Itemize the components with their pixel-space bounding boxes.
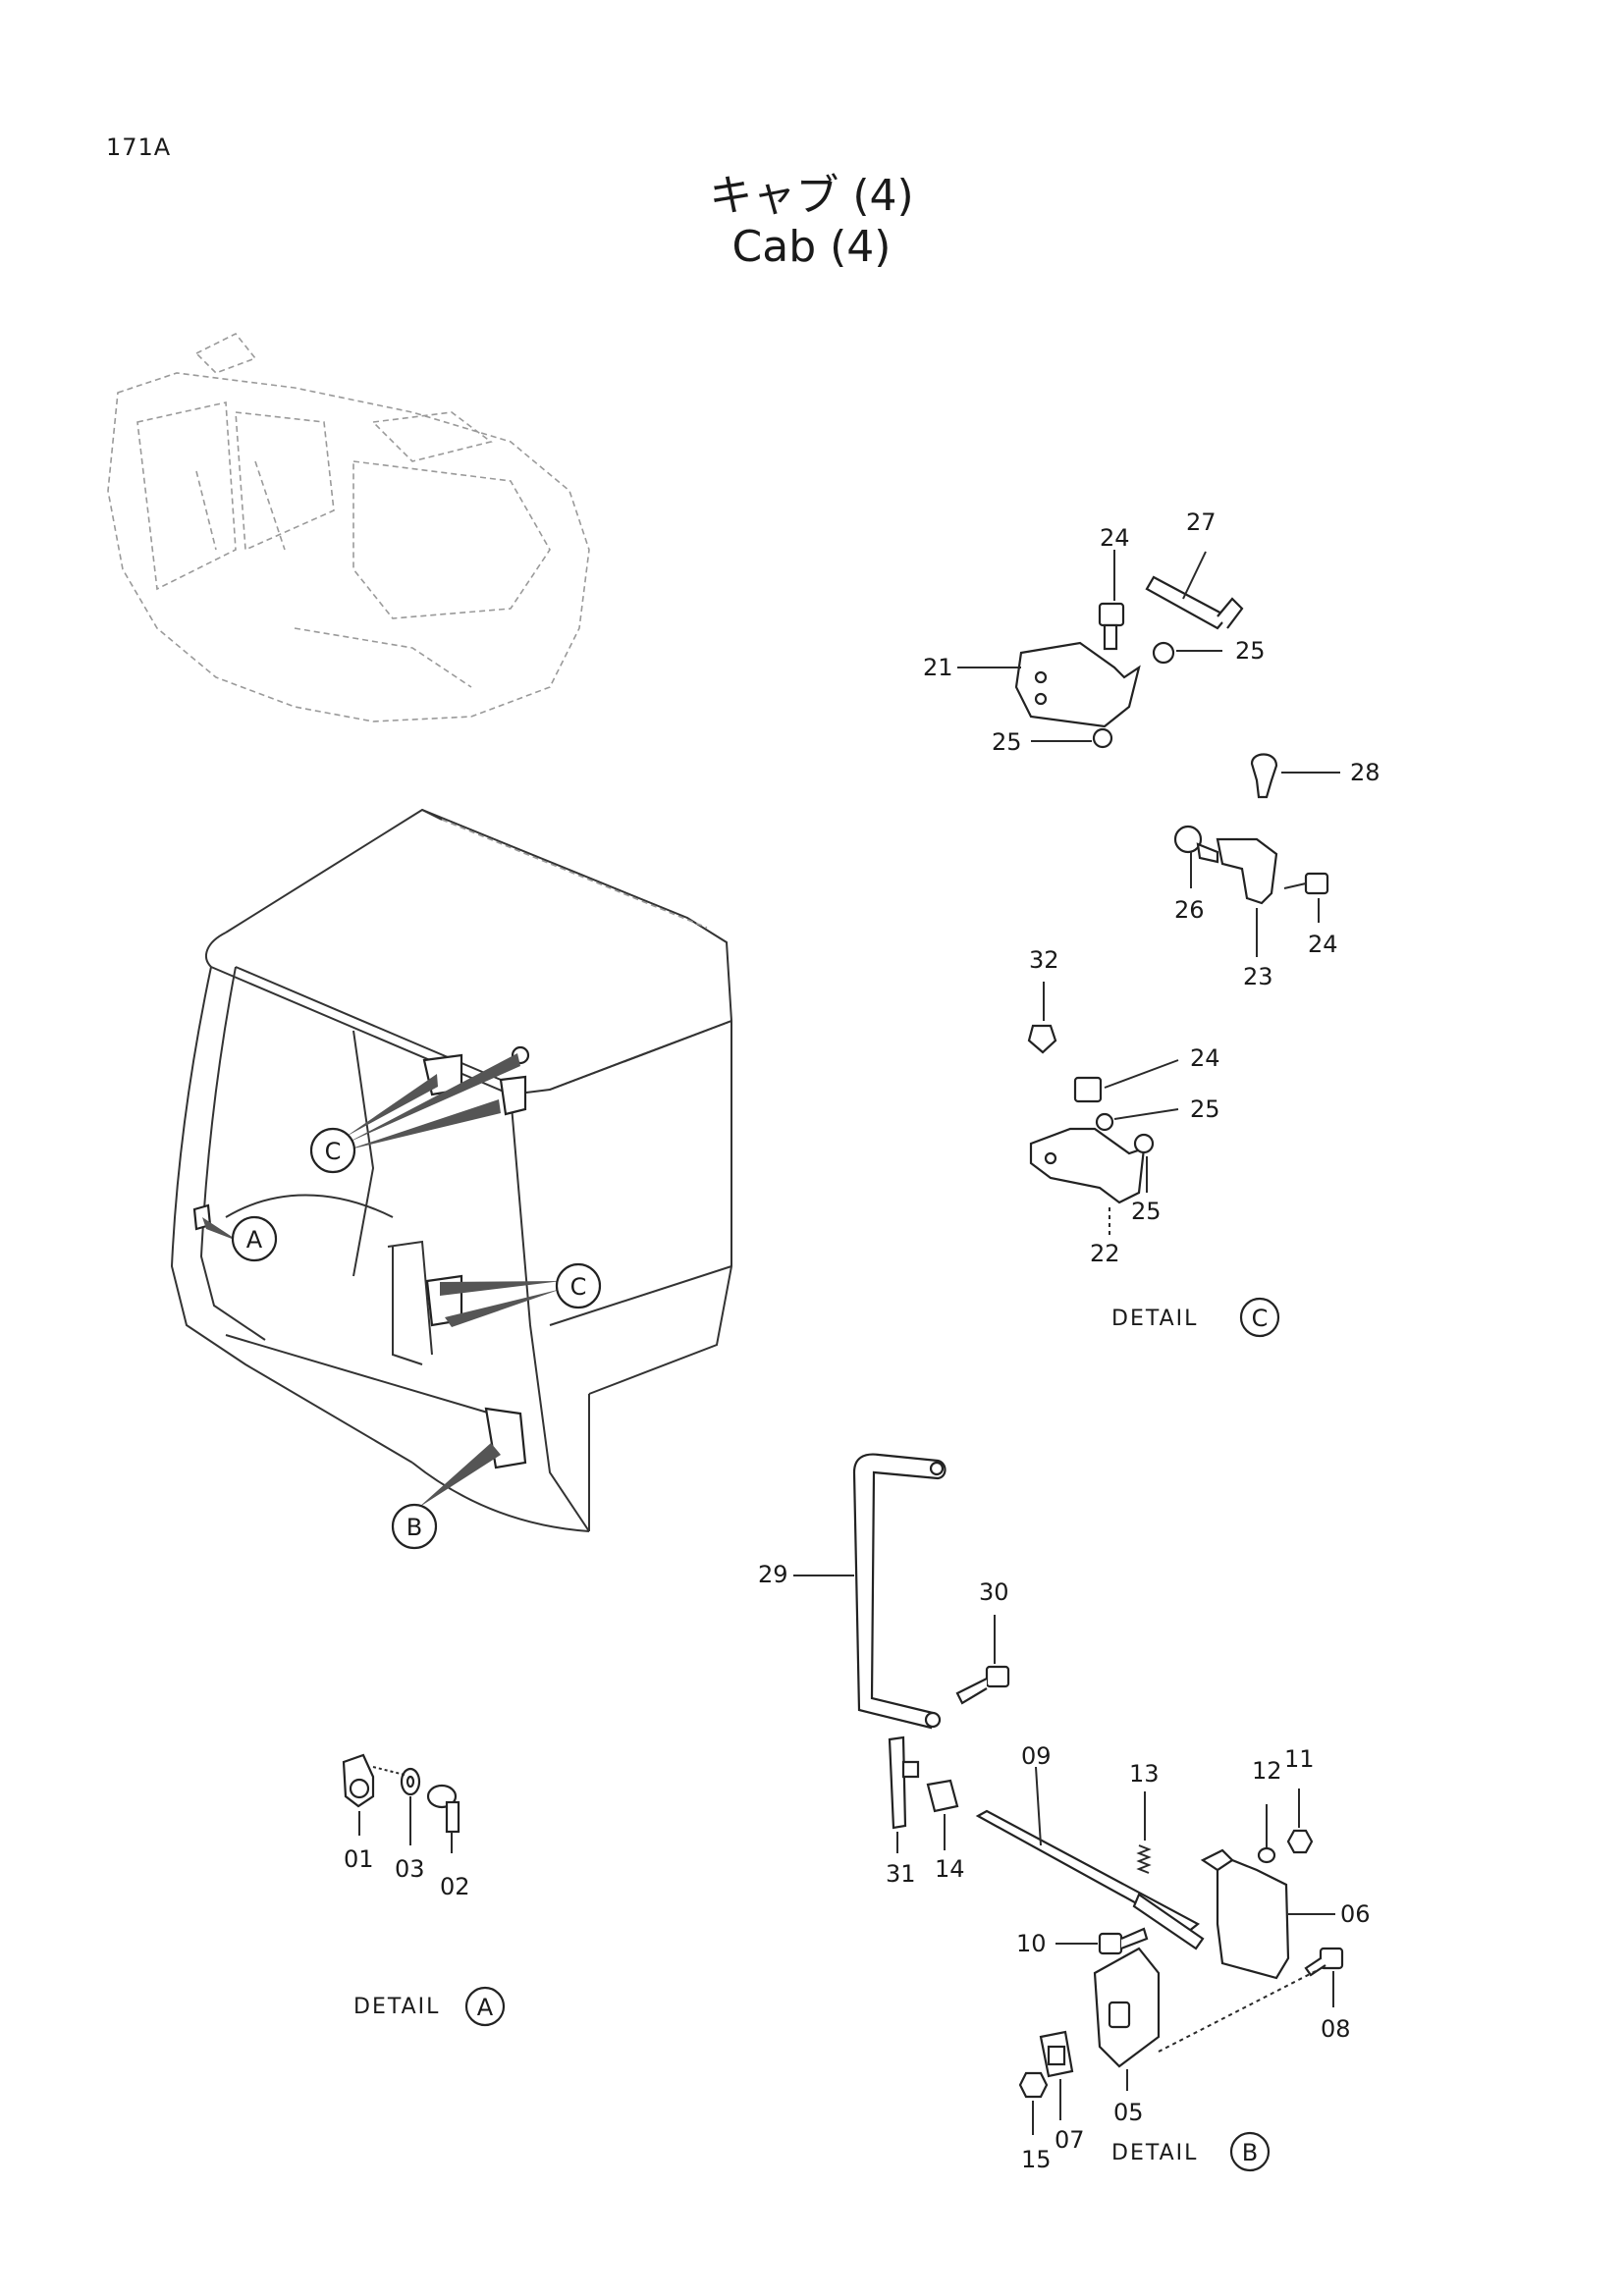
part-number-32: 32	[1029, 946, 1059, 974]
part-number-23: 23	[1243, 963, 1273, 990]
title-english: Cab (4)	[731, 222, 892, 272]
detail-letter-c: C	[1252, 1305, 1269, 1332]
part-number-10: 10	[1016, 1930, 1047, 1957]
part-number-22: 22	[1090, 1240, 1120, 1267]
detail-label: DETAIL	[1111, 1307, 1198, 1331]
callout-c-upper: C	[309, 1053, 520, 1174]
callout-c-lower: C	[440, 1262, 602, 1327]
title-japanese: キャブ (4)	[709, 171, 914, 221]
part-number-24: 24	[1308, 931, 1338, 958]
part-number-11: 11	[1284, 1745, 1315, 1773]
detail-label: DETAIL	[353, 1995, 440, 2019]
part-number-24: 24	[1100, 524, 1130, 552]
part-number-06: 06	[1340, 1900, 1371, 1928]
part-number-02: 02	[440, 1873, 470, 1900]
callout-b: B	[391, 1443, 501, 1550]
detail-label: DETAIL	[1111, 2141, 1198, 2165]
detail-letter-b: B	[1242, 2139, 1258, 2166]
detail-c-drawing: 27 24 21 25 25 28 26 23 24	[923, 508, 1380, 1338]
part-number-03: 03	[395, 1855, 425, 1883]
part-number-01: 01	[344, 1845, 374, 1873]
part-number-30: 30	[979, 1578, 1009, 1606]
part-number-05: 05	[1113, 2099, 1144, 2126]
machine-overview-sketch	[107, 332, 590, 722]
callout-letter-c: C	[570, 1273, 587, 1301]
part-number-26: 26	[1174, 896, 1205, 924]
cab-assembly-drawing	[170, 808, 733, 1532]
part-number-12: 12	[1252, 1757, 1282, 1785]
part-number-31: 31	[886, 1860, 916, 1888]
detail-a-drawing: 01 03 02 DETAIL A	[342, 1753, 506, 2027]
part-number-13: 13	[1129, 1760, 1160, 1788]
part-number-28: 28	[1350, 759, 1380, 786]
part-number-09: 09	[1021, 1742, 1052, 1770]
callout-letter-c: C	[325, 1138, 342, 1165]
part-number-14: 14	[935, 1855, 965, 1883]
part-number-24: 24	[1190, 1044, 1220, 1072]
part-number-29: 29	[758, 1561, 788, 1588]
callout-letter-b: B	[406, 1514, 422, 1541]
detail-b-drawing: 29 30 31 14 09 13 12 11 06	[758, 1453, 1371, 2173]
callout-letter-a: A	[246, 1226, 263, 1254]
part-number-25: 25	[1190, 1095, 1220, 1123]
part-number-25: 25	[992, 728, 1022, 756]
page-code: 171A	[106, 133, 172, 161]
callout-a: A	[202, 1215, 278, 1262]
detail-letter-a: A	[477, 1994, 494, 2021]
part-number-21: 21	[923, 654, 953, 681]
part-number-25: 25	[1131, 1198, 1162, 1225]
part-number-25: 25	[1235, 637, 1266, 665]
part-number-15: 15	[1021, 2146, 1052, 2173]
part-number-07: 07	[1055, 2126, 1085, 2154]
part-number-08: 08	[1321, 2015, 1351, 2043]
part-number-27: 27	[1186, 508, 1217, 536]
